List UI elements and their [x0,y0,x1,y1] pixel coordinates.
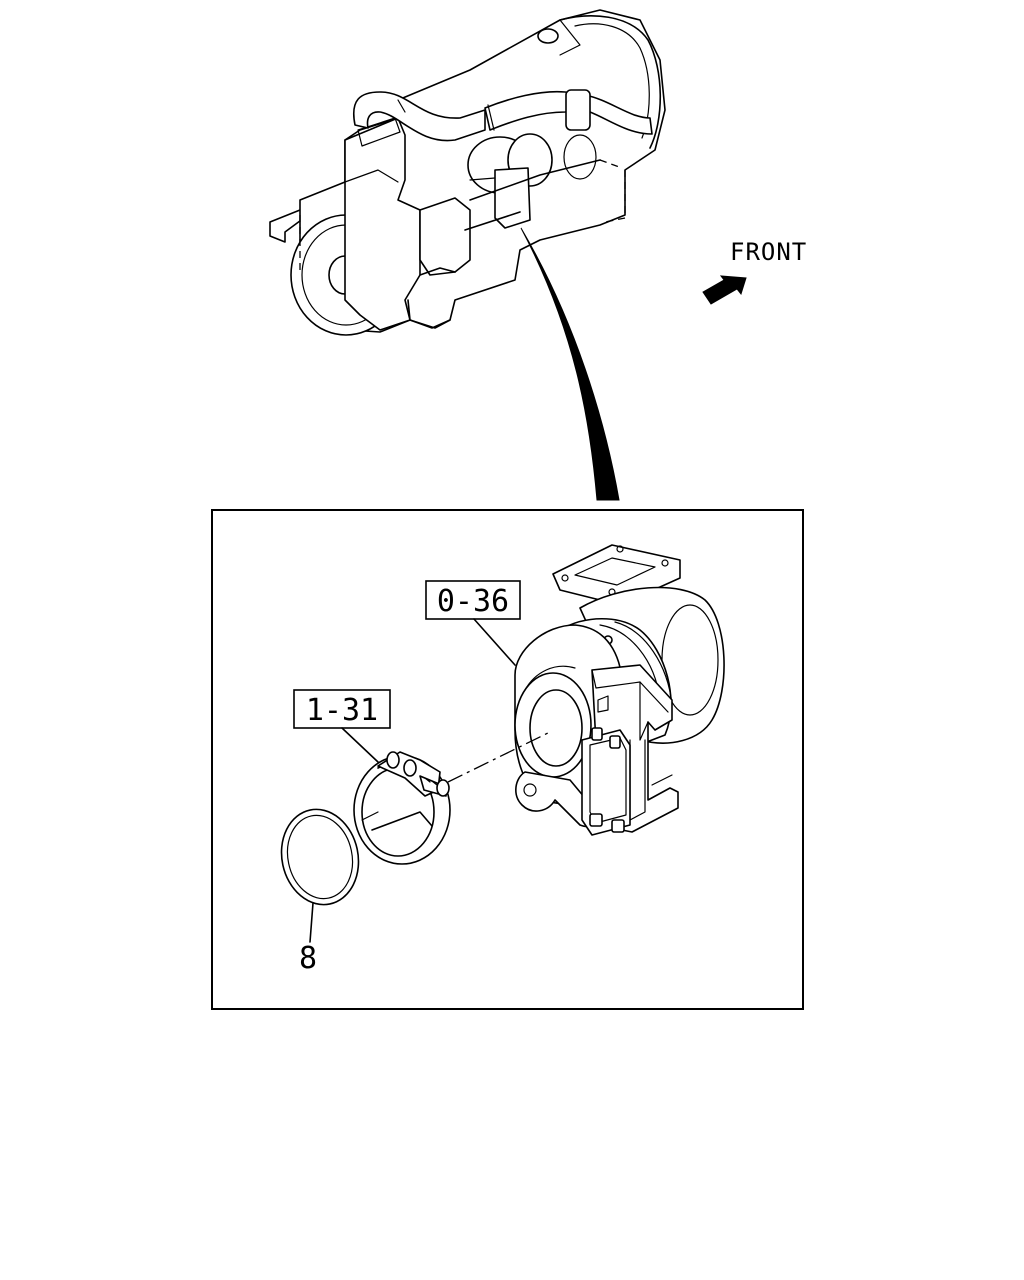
front-label: FRONT [730,238,807,266]
turbocharger-drawing [514,544,725,836]
front-indicator: FRONT [702,238,807,305]
callout-turbocharger-label: 0-36 [437,584,509,619]
detail-pointer [520,227,620,501]
gasket-ring-drawing [280,808,360,906]
callout-clamp[interactable]: 1-31 [293,689,391,763]
callout-clamp-label: 1-31 [306,693,378,728]
callout-turbocharger[interactable]: 0-36 [425,580,521,666]
callout-gasket-ring-label: 8 [299,941,317,976]
detail-frame [211,509,804,1010]
axis-line [447,731,551,783]
clamp-drawing [353,751,451,865]
callout-gasket-ring[interactable]: 8 [299,902,317,976]
engine-overview [269,9,666,336]
front-arrow-icon [702,275,747,305]
